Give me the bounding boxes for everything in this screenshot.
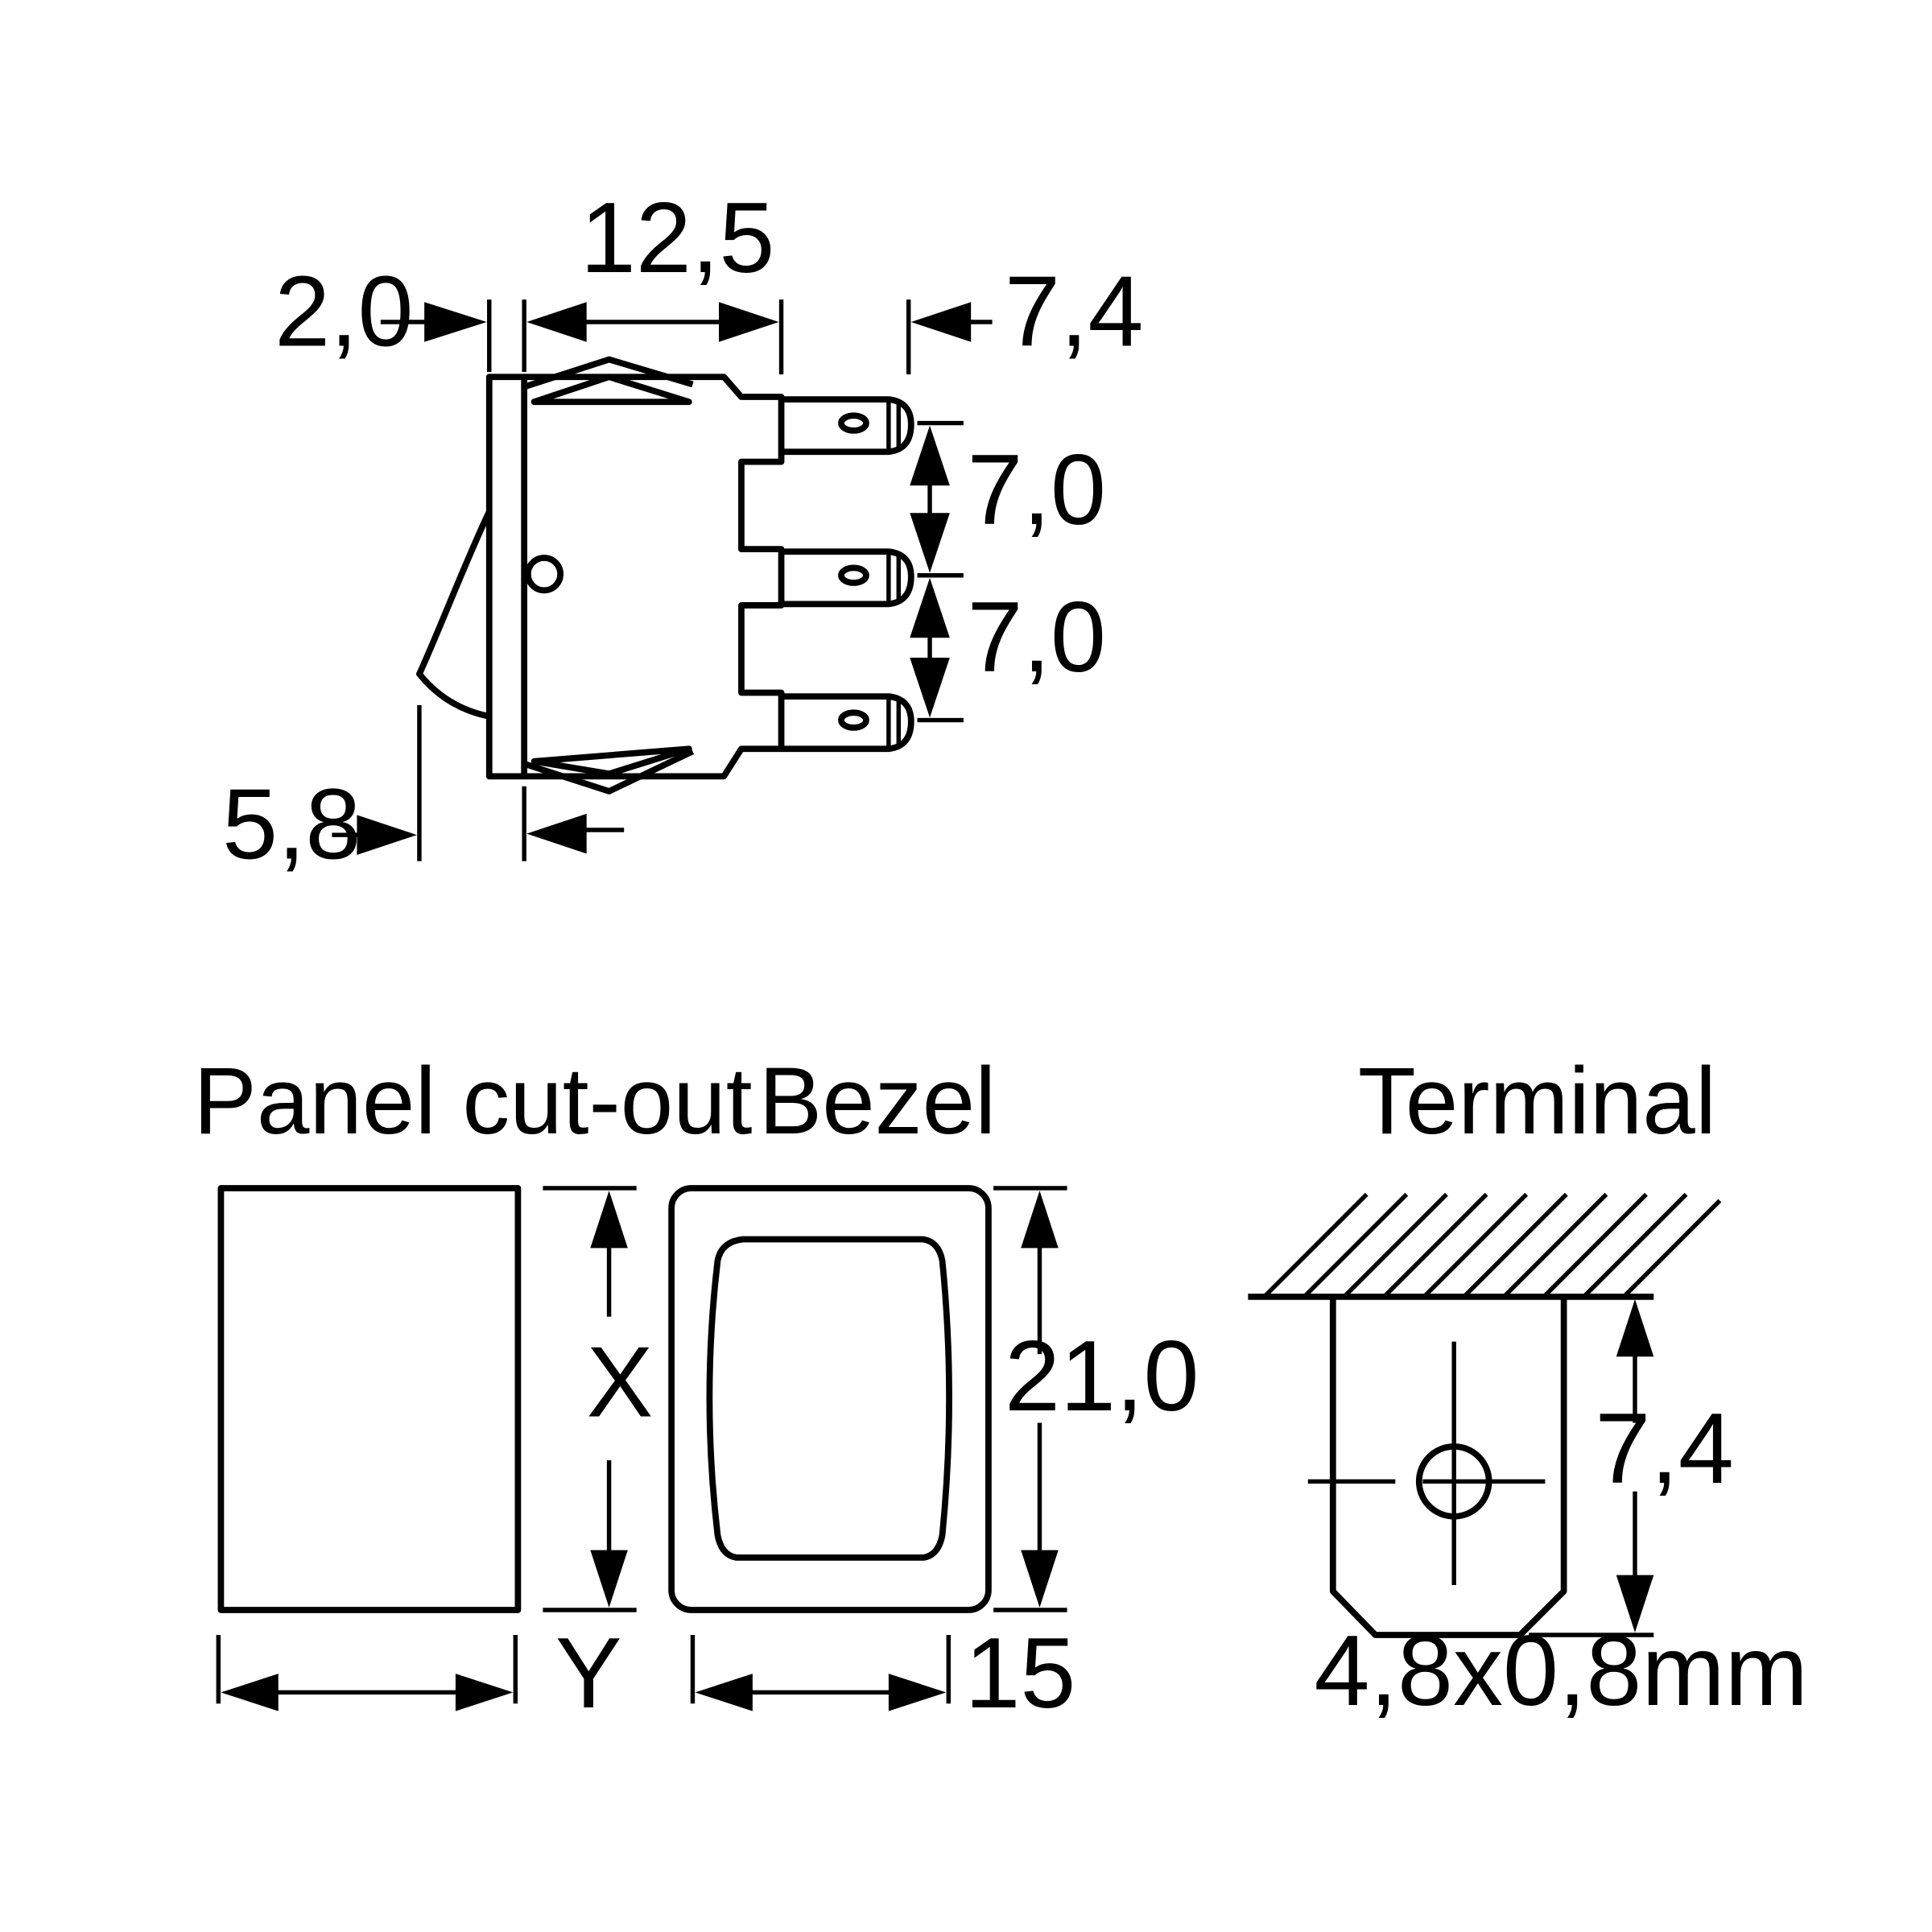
dim-terminal-pitch-2-label: 7,0 (968, 582, 1106, 693)
cutout-rectangle (217, 1185, 522, 1613)
cutout-height-label: X (587, 1327, 654, 1439)
bezel-title: Bezel (759, 1047, 997, 1154)
terminal-size-label: 4,8x0,8mm (1315, 1616, 1808, 1727)
dimension-rocker-height (332, 704, 625, 861)
bezel-height-label: 21,0 (1005, 1321, 1199, 1432)
switch-housing (524, 374, 785, 780)
bezel-window (706, 1236, 952, 1561)
dimension-top (380, 299, 993, 375)
dim-body-length-label: 12,5 (580, 183, 774, 294)
bezel-outer (668, 1185, 992, 1613)
switch-side-view: 2,0 12,5 7,4 7,0 7,0 5,8 (222, 183, 1143, 881)
bezel-flange (485, 374, 528, 780)
terminal-height-label: 7,4 (1595, 1393, 1733, 1505)
latch-clip-top-inner (530, 374, 692, 406)
bezel-width-label: 15 (964, 1618, 1075, 1729)
dimension-terminal-pitch (910, 420, 964, 723)
panel-cutout-view: Panel cut-out X Y (193, 1047, 752, 1729)
terminal-3 (781, 693, 914, 753)
terminal-tab (1329, 1296, 1567, 1638)
terminal-1 (781, 396, 914, 456)
dim-terminal-pitch-1-label: 7,0 (968, 435, 1106, 546)
bezel-view: Bezel 21,0 15 (668, 1047, 1199, 1729)
dim-rocker-height-label: 5,8 (222, 770, 361, 881)
panel-cutout-title: Panel cut-out (193, 1047, 752, 1154)
terminal-detail-view: Terminal 7,4 4,8x0,8mm (1248, 1047, 1808, 1727)
latch-clip-top (522, 356, 694, 390)
dim-terminal-length-label: 7,4 (1005, 256, 1143, 367)
pivot-circle (524, 555, 564, 594)
rocker-button (416, 510, 493, 720)
latch-clip-bottom (522, 748, 695, 795)
latch-clip-bottom-inner (530, 745, 692, 778)
terminal-base-hatch (1248, 1192, 1722, 1300)
cutout-width-label: Y (555, 1618, 622, 1729)
dim-bezel-thickness-label: 2,0 (275, 256, 413, 367)
terminal-title: Terminal (1358, 1047, 1716, 1154)
terminal-2 (781, 548, 914, 608)
